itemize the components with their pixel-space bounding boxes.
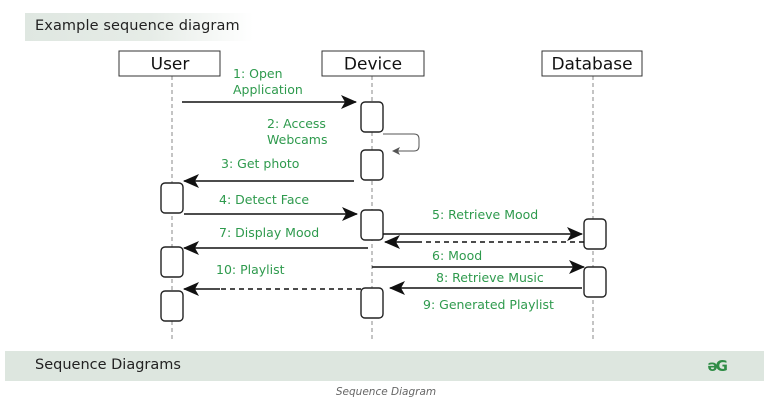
activation-user-1 bbox=[160, 182, 184, 214]
message-8: 8: Retrieve Music bbox=[389, 270, 582, 295]
message-1: 1: Open Application bbox=[182, 66, 357, 109]
sequence-diagram: User Device Database 1: Open Application… bbox=[118, 50, 643, 340]
message-10-label: 10: Playlist bbox=[216, 262, 285, 277]
activation-device-2 bbox=[360, 149, 384, 181]
message-8-label: 8: Retrieve Music bbox=[436, 270, 544, 285]
message-9: 9: Generated Playlist bbox=[423, 297, 554, 312]
message-2-label-line-1: 2: Access bbox=[267, 116, 326, 131]
footer-band: Sequence Diagrams əG bbox=[5, 351, 764, 381]
actor-database: Database bbox=[541, 50, 643, 77]
message-10: 10: Playlist bbox=[183, 262, 361, 296]
actor-device-label: Device bbox=[344, 55, 402, 75]
page-title: Example sequence diagram bbox=[35, 18, 240, 34]
activation-user-3 bbox=[160, 290, 184, 322]
message-7: 7: Display Mood bbox=[183, 225, 368, 255]
message-3-label: 3: Get photo bbox=[221, 156, 299, 171]
message-9-label: 9: Generated Playlist bbox=[423, 297, 554, 312]
message-3: 3: Get photo bbox=[183, 156, 354, 188]
message-6: 6: Mood bbox=[372, 248, 585, 274]
activation-device-3 bbox=[360, 209, 384, 241]
gfg-logo-icon: əG bbox=[707, 357, 728, 375]
message-7-label: 7: Display Mood bbox=[219, 225, 319, 240]
message-6-label: 6: Mood bbox=[432, 248, 482, 263]
activation-database-2 bbox=[583, 266, 607, 298]
activation-user-2 bbox=[160, 246, 184, 278]
header-band: Example sequence diagram bbox=[25, 13, 253, 41]
message-5-label: 5: Retrieve Mood bbox=[432, 207, 538, 222]
message-1-label-line-1: 1: Open bbox=[233, 66, 283, 81]
activation-database-1 bbox=[583, 218, 607, 250]
actor-user-label: User bbox=[151, 55, 190, 75]
figure-caption: Sequence Diagram bbox=[335, 386, 437, 398]
activation-device-1 bbox=[360, 101, 384, 133]
message-5: 5: Retrieve Mood bbox=[383, 207, 583, 241]
actor-device: Device bbox=[321, 50, 425, 77]
activation-device-4 bbox=[360, 287, 384, 319]
message-2: 2: Access Webcams bbox=[267, 116, 420, 155]
message-4: 4: Detect Face bbox=[184, 192, 358, 221]
actor-user: User bbox=[118, 50, 221, 77]
message-1-label-line-2: Application bbox=[233, 82, 303, 97]
message-2-label-line-2: Webcams bbox=[267, 132, 327, 147]
footer-title: Sequence Diagrams bbox=[35, 357, 181, 373]
message-4-label: 4: Detect Face bbox=[219, 192, 309, 207]
actor-database-label: Database bbox=[551, 55, 632, 75]
